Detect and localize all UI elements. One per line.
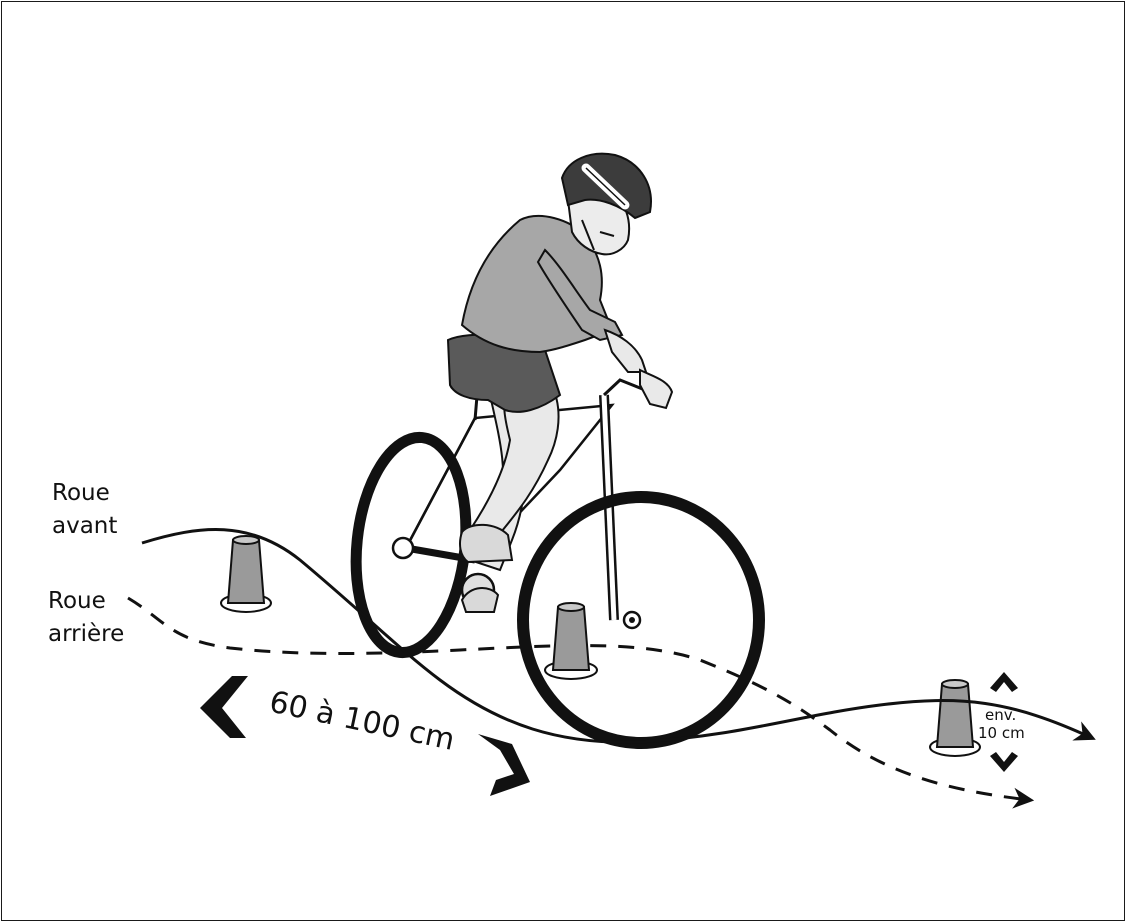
cyclist [448, 154, 672, 612]
cone-1 [221, 536, 271, 612]
distance-indicator: 60 à 100 cm [200, 676, 530, 796]
rear-wheel-label-line2: arrière [48, 621, 124, 647]
front-wheel-label: Roue avant [52, 480, 117, 539]
front-wheel-label-line2: avant [52, 513, 117, 539]
cone-2 [545, 603, 597, 679]
chevron-up-icon [990, 672, 1018, 692]
rear-wheel-label: Roue arrière [48, 588, 124, 647]
chevron-left-icon [200, 676, 248, 738]
distance-label: 60 à 100 cm [266, 685, 457, 758]
cone-height-label-line1: env. [985, 706, 1016, 724]
chevron-right-icon [478, 734, 530, 796]
cone-height-label-line2: 10 cm [978, 724, 1025, 742]
cone-height-indicator: env. 10 cm [978, 672, 1025, 772]
rear-wheel-label-line1: Roue [48, 588, 106, 614]
chevron-down-icon [990, 752, 1018, 772]
front-wheel-label-line1: Roue [52, 480, 110, 506]
cone-3 [930, 680, 980, 756]
